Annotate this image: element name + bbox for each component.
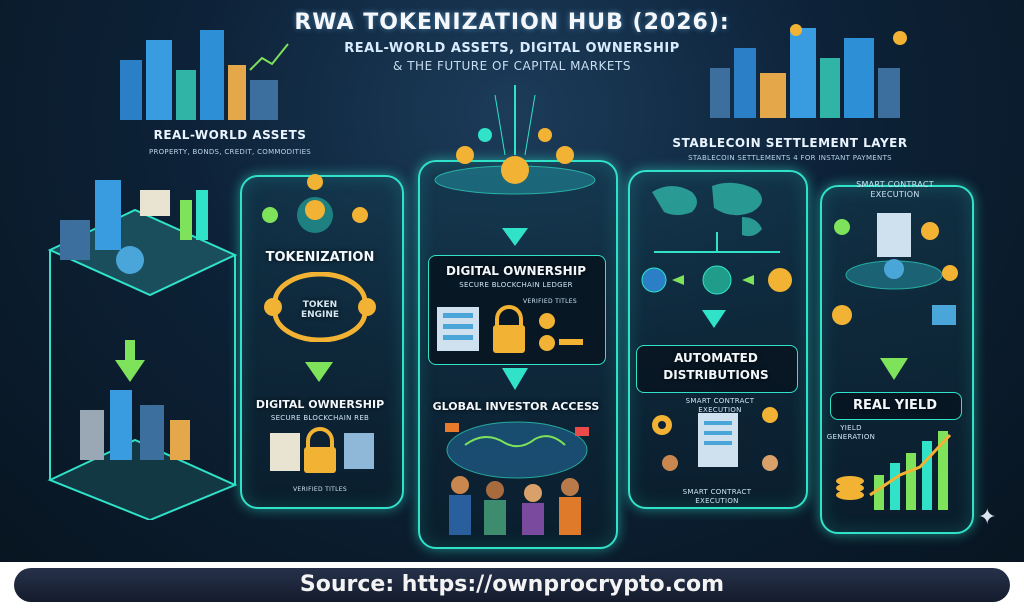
city-skyline-icon: [120, 30, 289, 120]
center-title: DIGITAL OWNERSHIP: [446, 264, 586, 278]
right-section-subheading: STABLECOIN SETTLEMENTS 4 FOR INSTANT PAY…: [688, 154, 892, 162]
tokenization-verified: VERIFIED TITLES: [293, 486, 347, 493]
arrow-down-icon: [502, 228, 528, 246]
gear-icon: [652, 407, 778, 471]
distribution-title-2: DISTRIBUTIONS: [663, 368, 769, 382]
yield-generation-1: YIELD: [840, 424, 862, 432]
lock-icon: [437, 305, 583, 353]
arrow-down-icon: [702, 310, 726, 328]
right-section-heading: STABLECOIN SETTLEMENT LAYER: [672, 136, 908, 150]
far-right-smart-2: EXECUTION: [870, 190, 920, 199]
sparkle-icon: ✦: [978, 505, 997, 530]
source-pill: Source: https://ownprocrypto.com: [14, 568, 1010, 602]
center-lower-title: GLOBAL INVESTOR ACCESS: [432, 400, 600, 413]
tokenization-title: TOKENIZATION: [265, 250, 375, 265]
token-icons: [262, 174, 368, 233]
far-right-smart-1: SMART CONTRACT: [856, 180, 934, 189]
arrow-down-icon: [880, 358, 908, 380]
source-text: Source: https://ownprocrypto.com: [299, 572, 725, 597]
tokenization-lower-sub: SECURE BLOCKCHAIN REB: [270, 414, 370, 422]
smart-contract-label-1a: SMART CONTRACT: [685, 397, 755, 405]
distribution-title-1: AUTOMATED: [674, 351, 758, 365]
smart-contract-label-1b: EXECUTION: [698, 406, 742, 414]
page-subtitle-1: REAL-WORLD ASSETS, DIGITAL OWNERSHIP: [344, 41, 680, 56]
token-engine-icon: [264, 272, 376, 342]
lock-icon: [270, 427, 374, 473]
globe-icon: [445, 421, 589, 535]
real-world-assets-platform: [47, 180, 238, 520]
coin-icon: [434, 85, 596, 195]
smart-contract-label-2b: EXECUTION: [695, 497, 739, 505]
source-bar: Source: https://ownprocrypto.com: [0, 562, 1024, 609]
world-map-icon: [641, 182, 792, 295]
left-section-subheading: PROPERTY, BONDS, CREDIT, COMMODITIES: [148, 148, 312, 156]
left-section-heading: REAL-WORLD ASSETS: [153, 128, 307, 142]
header: RWA TOKENIZATION HUB (2026): REAL-WORLD …: [0, 10, 1024, 73]
city-skyline-icon: [710, 24, 907, 118]
smart-contract-label-2a: SMART CONTRACT: [682, 488, 752, 496]
real-yield-title-box: [830, 392, 962, 420]
token-engine-label: TOKEN ENGINE: [300, 300, 340, 320]
infographic: RWA TOKENIZATION HUB (2026): REAL-WORLD …: [0, 0, 1024, 562]
smart-contract-icon: [832, 213, 958, 325]
page-subtitle-2: & THE FUTURE OF CAPITAL MARKETS: [393, 59, 631, 73]
arrow-down-icon: [502, 368, 528, 390]
center-sub: SECURE BLOCKCHAIN LEDGER: [459, 281, 573, 289]
yield-generation-2: GENERATION: [826, 433, 876, 441]
bar-chart-icon: [836, 431, 952, 510]
distribution-title-box: [636, 345, 798, 393]
people-icon: [449, 476, 581, 535]
page-title: RWA TOKENIZATION HUB (2026):: [294, 10, 730, 35]
real-yield-title: REAL YIELD: [853, 398, 937, 413]
tokenization-lower-title: DIGITAL OWNERSHIP: [255, 398, 385, 411]
arrow-down-icon: [305, 362, 333, 382]
center-verified: VERIFIED TITLES: [523, 298, 577, 305]
